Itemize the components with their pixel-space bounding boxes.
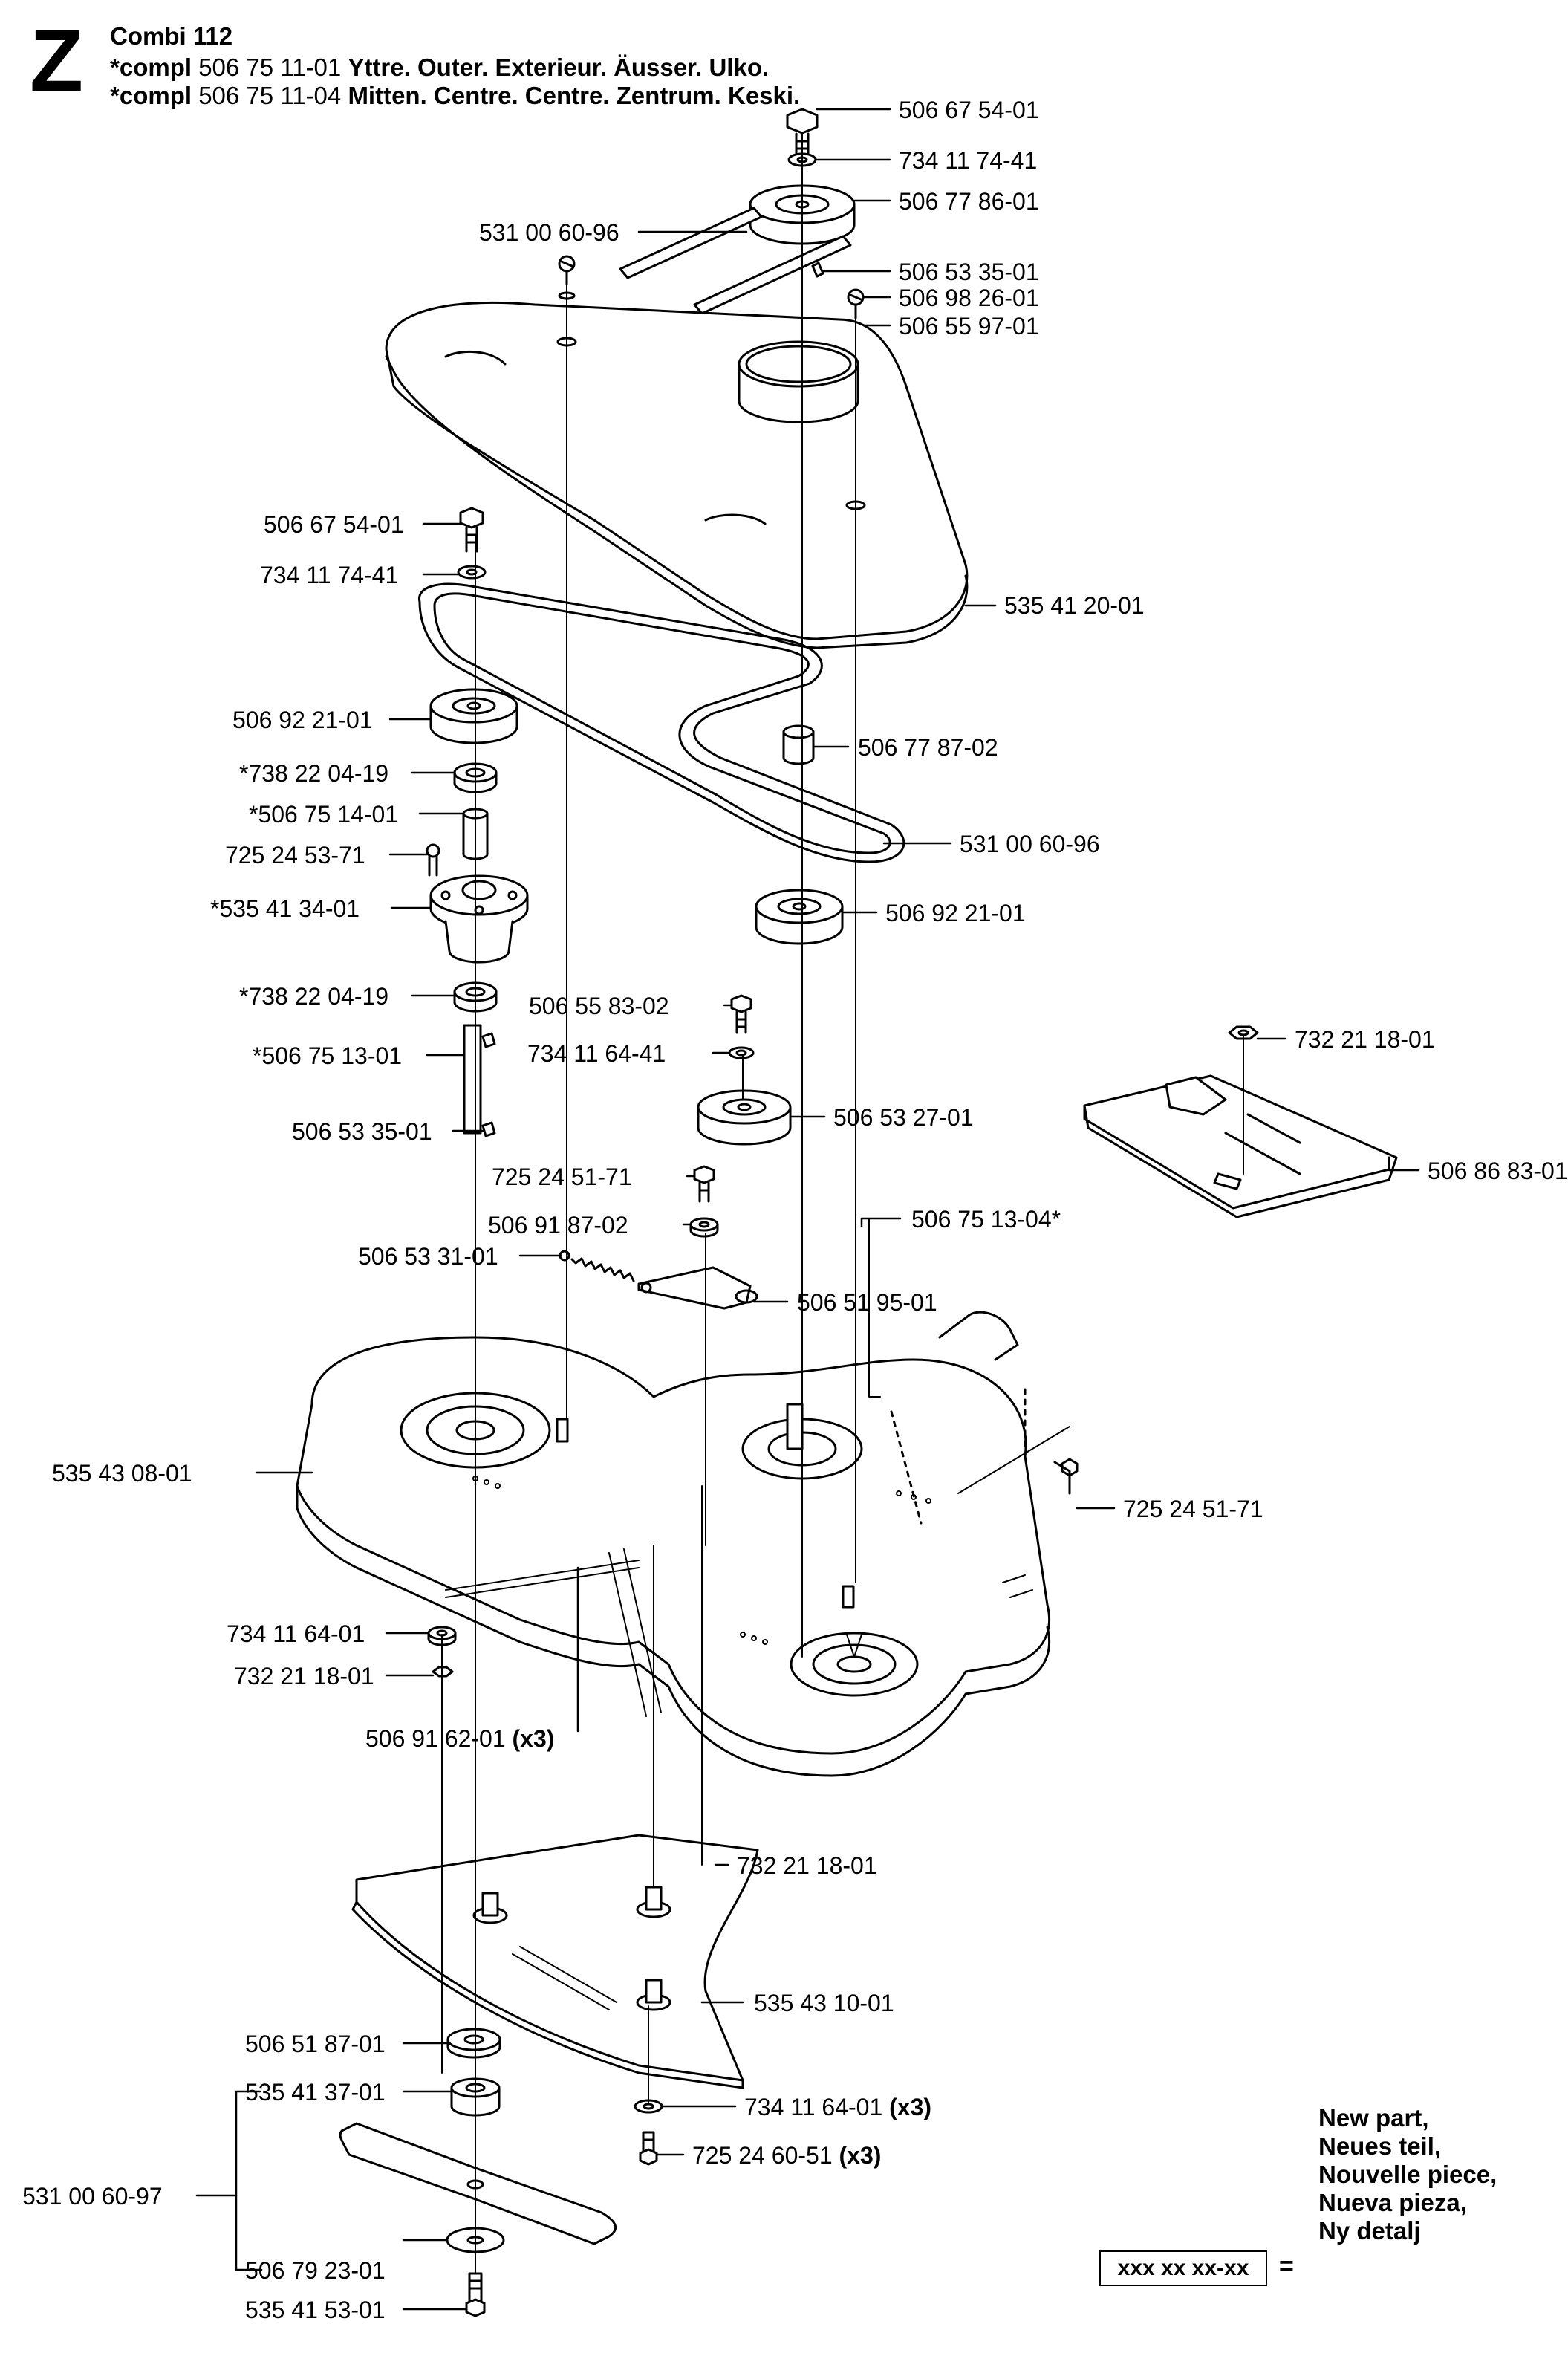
tension-spring-drawing [559, 1250, 635, 1282]
blade-guard-drawing [351, 1834, 759, 2089]
part-label[interactable]: 506 67 54-01 [264, 511, 404, 538]
part-label[interactable]: 506 55 83-02 [529, 993, 669, 1019]
part-label[interactable]: 506 55 97-01 [899, 313, 1039, 340]
kit-description: Yttre. Outer. Exterieur. Äusser. Ulko. [348, 53, 770, 81]
belt-cover-drawing [385, 302, 969, 649]
shaft-drawing [463, 1024, 496, 1137]
part-label[interactable]: *506 75 13-01 [253, 1042, 403, 1069]
part-label[interactable]: 725 24 51-71 [1123, 1496, 1263, 1522]
quantity-label: (x3) [889, 2094, 932, 2120]
part-label[interactable]: 506 77 86-01 [899, 188, 1039, 215]
legend-equals: = [1279, 2252, 1294, 2280]
part-label[interactable]: 506 92 21-01 [885, 900, 1026, 926]
mower-deck-drawing [296, 1311, 1051, 1777]
idler-arm-drawing [637, 1266, 758, 1310]
section-letter: Z [30, 12, 84, 110]
part-label[interactable]: 506 53 35-01 [292, 1118, 432, 1145]
key-small-top [811, 262, 824, 278]
bottom-washer-drawing [446, 2028, 501, 2059]
part-label[interactable]: 506 91 87-02 [488, 1212, 628, 1239]
new-part-legend-text: New part, Neues teil, Nouvelle piece, Nu… [1318, 2104, 1497, 2245]
blade-drawing [339, 2122, 617, 2245]
bracket-drawing [1083, 1074, 1398, 1218]
spindle-housing-drawing [429, 874, 529, 964]
part-label[interactable]: 725 24 51-71 [492, 1163, 632, 1190]
kit-row-centre: *compl 506 75 11-04 Mitten. Centre. Cent… [110, 82, 800, 110]
part-label[interactable]: 506 75 13-04* [911, 1206, 1061, 1233]
part-label[interactable]: *738 22 04-19 [239, 760, 389, 787]
idler-bolt-drawing [728, 994, 755, 1059]
kit-prefix: *compl [110, 82, 192, 109]
part-label[interactable]: 535 41 53-01 [245, 2297, 386, 2323]
legend-line: Neues teil, [1318, 2132, 1442, 2160]
part-label[interactable]: 734 11 64-01 [744, 2094, 883, 2120]
part-label[interactable]: 506 51 87-01 [245, 2031, 386, 2057]
part-label[interactable]: 535 43 08-01 [52, 1460, 192, 1487]
blade-bolt-drawing [465, 2272, 486, 2317]
left-pulley-drawing [429, 688, 518, 744]
part-label[interactable]: 734 11 74-41 [260, 562, 399, 588]
part-label[interactable]: 506 98 26-01 [899, 285, 1039, 311]
idler-bolt-2-drawing [689, 1165, 719, 1238]
part-label[interactable]: 535 41 20-01 [1004, 592, 1145, 619]
part-label[interactable]: 506 92 21-01 [232, 707, 373, 733]
kit-prefix: *compl [110, 53, 192, 81]
kit-description: Mitten. Centre. Centre. Zentrum. Keski. [348, 82, 801, 109]
part-label-multi: 506 91 62-01 (x3) [365, 1725, 554, 1752]
leader-lines [195, 108, 1420, 2311]
deck-right-bolt-drawing [1053, 1458, 1079, 1495]
kit-part-number[interactable]: 506 75 11-01 [198, 53, 342, 81]
left-bolt-drawing [457, 507, 487, 580]
v-belt-drawing [417, 582, 905, 863]
part-label[interactable]: 725 24 60-51 [692, 2142, 833, 2169]
part-label[interactable]: 506 86 83-01 [1428, 1158, 1568, 1184]
part-label[interactable]: *506 75 14-01 [249, 801, 399, 828]
kit-part-number[interactable]: 506 75 11-04 [198, 82, 342, 109]
legend-line: Nueva pieza, [1318, 2189, 1467, 2216]
legend-line: New part, [1318, 2104, 1429, 2132]
part-label[interactable]: 506 53 35-01 [899, 259, 1039, 285]
model-name: Combi 112 [110, 22, 233, 50]
part-label-multi: 734 11 64-01 (x3) [744, 2094, 931, 2120]
part-label[interactable]: 732 21 18-01 [1295, 1026, 1435, 1053]
kit-row-outer: *compl 506 75 11-01 Yttre. Outer. Exteri… [110, 53, 769, 82]
idler-pulley-drawing [697, 1089, 792, 1146]
part-label[interactable]: 506 53 27-01 [833, 1104, 974, 1131]
part-label[interactable]: 734 11 64-01 [227, 1620, 365, 1647]
part-label[interactable]: 732 21 18-01 [737, 1852, 877, 1879]
part-label[interactable]: 531 00 60-97 [22, 2183, 163, 2210]
part-label[interactable]: 531 00 60-96 [960, 831, 1100, 857]
part-label[interactable]: 535 41 37-01 [245, 2079, 386, 2106]
assembly-lines [441, 133, 1244, 2274]
legend-line: Nouvelle piece, [1318, 2161, 1497, 2188]
small-screw-drawing [426, 843, 440, 877]
new-part-legend-box: xxx xx xx-xx [1099, 2250, 1267, 2286]
part-label-multi: 725 24 60-51 (x3) [692, 2142, 881, 2169]
part-label[interactable]: 506 77 87-02 [858, 734, 998, 761]
part-label[interactable]: 506 79 23-01 [245, 2257, 386, 2284]
quantity-label: (x3) [512, 1725, 555, 1752]
spacer-drawing [782, 724, 815, 765]
nut-small-right [1228, 1025, 1259, 1040]
part-label[interactable]: 506 67 54-01 [899, 97, 1039, 123]
part-label[interactable]: 734 11 74-41 [899, 147, 1038, 174]
part-label[interactable]: 734 11 64-41 [527, 1040, 666, 1067]
part-label[interactable]: 506 51 95-01 [797, 1289, 937, 1316]
part-label[interactable]: 531 00 60-96 [479, 219, 619, 246]
part-label[interactable]: 506 91 62-01 [365, 1725, 506, 1752]
part-label[interactable]: 506 53 31-01 [358, 1243, 498, 1270]
part-label[interactable]: 535 43 10-01 [754, 1990, 894, 2016]
legend-line: Ny detalj [1318, 2217, 1421, 2245]
part-label[interactable]: *535 41 34-01 [210, 895, 360, 922]
mid-right-pulley-drawing [755, 889, 844, 945]
quantity-label: (x3) [839, 2142, 882, 2169]
part-label[interactable]: 725 24 53-71 [225, 842, 365, 869]
part-label[interactable]: 732 21 18-01 [234, 1663, 374, 1690]
top-belt-stub [619, 207, 852, 315]
part-label[interactable]: *738 22 04-19 [239, 983, 389, 1010]
